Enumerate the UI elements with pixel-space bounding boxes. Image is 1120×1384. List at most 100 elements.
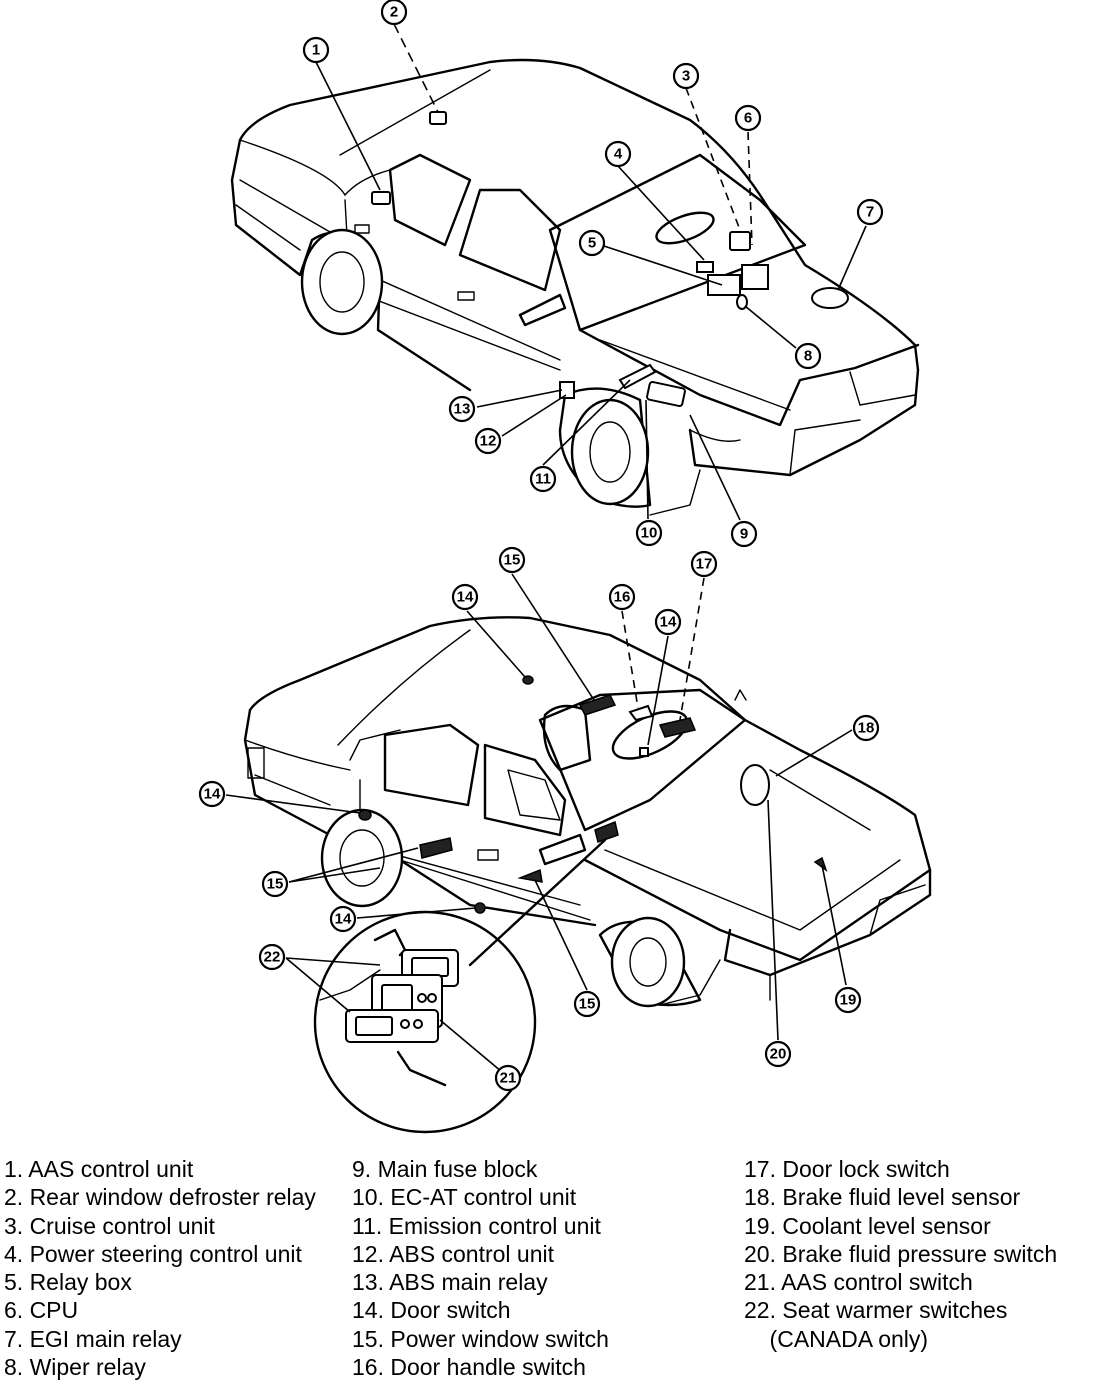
legend-item: 22. Seat warmer switches [744, 1297, 1008, 1324]
callout-2: 2 [380, 0, 408, 26]
callout-15-bottom: 15 [573, 990, 601, 1018]
callout-14-center: 14 [654, 608, 682, 636]
power-window-switch-part-front [517, 868, 543, 883]
coolant-level-sensor-part [813, 856, 828, 872]
callout-1: 1 [302, 36, 330, 64]
legend-item: 17. Door lock switch [744, 1156, 950, 1182]
legend-item: 13. ABS main relay [352, 1269, 548, 1296]
component-legend: 1. AAS control unit 2. Rear window defro… [0, 1155, 1120, 1384]
svg-text:7: 7 [866, 204, 874, 221]
door-switch-part-bottom [474, 902, 486, 914]
egi-main-relay-part [811, 287, 849, 309]
svg-text:14: 14 [335, 911, 352, 928]
svg-text:13: 13 [454, 401, 471, 418]
legend-item: 21. AAS control switch [744, 1269, 973, 1296]
rear-window-defroster-relay-part [429, 111, 447, 125]
lower-car-drawing [243, 616, 932, 1134]
svg-text:14: 14 [457, 589, 474, 606]
power-window-switch-part-left [419, 837, 453, 859]
aas-control-unit-part [371, 191, 391, 205]
legend-item: 10. EC-AT control unit [352, 1184, 577, 1211]
svg-text:9: 9 [740, 526, 748, 543]
component-location-diagram: 1 2 3 4 5 6 7 8 9 10 11 12 13 14 15 16 1… [198, 0, 932, 1134]
callout-14-left: 14 [198, 780, 226, 808]
front-wheel [570, 398, 650, 506]
callout-19: 19 [834, 986, 862, 1014]
callout-16: 16 [608, 583, 636, 611]
svg-text:15: 15 [579, 996, 596, 1013]
door-handle-switch-part [628, 704, 654, 722]
callout-4: 4 [604, 140, 632, 168]
svg-text:18: 18 [858, 720, 875, 737]
legend-item: 16. Door handle switch [352, 1354, 586, 1381]
callout-11: 11 [529, 465, 557, 493]
svg-text:8: 8 [804, 348, 812, 365]
svg-text:22: 22 [264, 949, 281, 966]
legend-item: 7. EGI main relay [4, 1325, 182, 1352]
callout-22: 22 [258, 943, 286, 971]
callout-9: 9 [730, 520, 758, 548]
door-lock-switch-part [658, 717, 697, 738]
svg-text:14: 14 [660, 614, 677, 631]
power-steering-control-unit-part [696, 261, 714, 273]
lower-front-wheel [610, 916, 686, 1008]
cruise-control-unit-part [741, 264, 769, 290]
svg-text:11: 11 [535, 471, 551, 488]
legend-item: 2. Rear window defroster relay [4, 1184, 316, 1211]
legend-item: 1. AAS control unit [4, 1156, 194, 1182]
callout-21: 21 [494, 1064, 522, 1092]
legend-item: 8. Wiper relay [4, 1354, 146, 1381]
callout-14-bottom: 14 [329, 905, 357, 933]
legend-item: 11. Emission control unit [352, 1212, 601, 1239]
svg-text:17: 17 [696, 556, 713, 573]
upper-car-drawing [230, 58, 920, 516]
callout-10: 10 [635, 519, 663, 547]
callout-14-top: 14 [451, 583, 479, 611]
upper-leader-lines [315, 23, 867, 521]
legend-item: 14. Door switch [352, 1297, 511, 1324]
power-window-switch-part-top [578, 694, 617, 716]
brake-fluid-reservoir-part [740, 764, 770, 806]
svg-text:3: 3 [682, 68, 690, 85]
callout-8: 8 [794, 342, 822, 370]
svg-text:14: 14 [204, 786, 221, 803]
legend-item: 5. Relay box [4, 1269, 132, 1296]
rear-wheel [300, 228, 384, 336]
console-switch-part [594, 820, 619, 843]
door-switch-part-center [639, 747, 649, 757]
svg-text:10: 10 [641, 525, 658, 542]
callout-15-left: 15 [261, 870, 289, 898]
callout-15-top: 15 [498, 546, 526, 574]
legend-item: 18. Brake fluid level sensor [744, 1184, 1021, 1211]
svg-text:6: 6 [744, 110, 752, 127]
legend-column-3: 17. Door lock switch 18. Brake fluid lev… [744, 1155, 1057, 1353]
callout-20: 20 [764, 1040, 792, 1068]
legend-item: 19. Coolant level sensor [744, 1212, 991, 1239]
main-fuse-block-part [646, 381, 686, 407]
legend-item: 12. ABS control unit [352, 1240, 555, 1267]
svg-text:21: 21 [500, 1070, 517, 1087]
svg-text:19: 19 [840, 992, 857, 1009]
callout-6: 6 [734, 104, 762, 132]
callout-3: 3 [672, 62, 700, 90]
legend-item: 4. Power steering control unit [4, 1240, 302, 1267]
callout-7: 7 [856, 198, 884, 226]
legend-item: 3. Cruise control unit [4, 1212, 215, 1239]
legend-item: 15. Power window switch [352, 1325, 609, 1352]
callout-18: 18 [852, 714, 880, 742]
abs-control-unit-part [559, 381, 575, 399]
lower-leader-lines [225, 573, 853, 1078]
legend-column-2: 9. Main fuse block 10. EC-AT control uni… [352, 1155, 609, 1381]
svg-text:12: 12 [480, 433, 497, 450]
callout-17: 17 [690, 550, 718, 578]
callout-13: 13 [448, 395, 476, 423]
legend-item: 6. CPU [4, 1297, 79, 1324]
svg-text:16: 16 [614, 589, 631, 606]
svg-text:2: 2 [390, 4, 398, 21]
callout-12: 12 [474, 427, 502, 455]
wiper-relay-part [736, 294, 748, 310]
legend-column-1: 1. AAS control unit 2. Rear window defro… [4, 1155, 316, 1381]
cpu-part [729, 231, 751, 251]
legend-item: 9. Main fuse block [352, 1156, 538, 1182]
svg-text:20: 20 [770, 1046, 787, 1063]
